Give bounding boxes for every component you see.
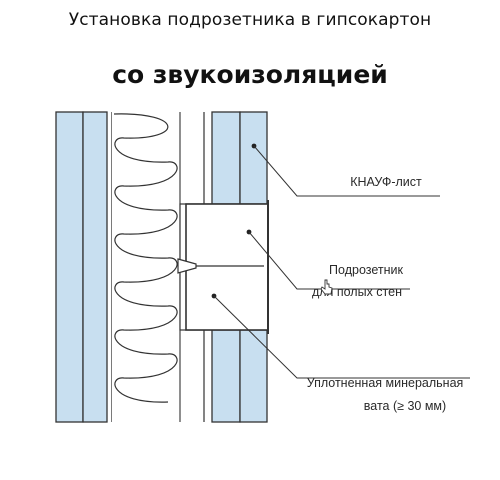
right-board-inner-top <box>211 111 241 205</box>
socket-box <box>177 200 269 334</box>
diagram-subtitle: со звукоизоляцией <box>112 60 388 89</box>
knauf-leader <box>253 145 440 197</box>
mineral-wool <box>112 112 181 422</box>
wool-leader <box>213 295 470 379</box>
wool-coil <box>113 113 178 403</box>
right-board-inner-bottom <box>211 329 241 423</box>
left-board-outer <box>55 111 84 423</box>
right-board-outer-bottom <box>239 329 268 423</box>
wool-label-line2: вата (≥ 30 мм) <box>364 399 446 413</box>
wool-label-line1: Уплотненная минеральная <box>307 376 464 390</box>
box-clamp <box>177 258 197 274</box>
box-leader <box>248 231 410 290</box>
box-label-line2: для полых стен <box>312 285 402 299</box>
box-body <box>185 203 269 331</box>
left-board-inner <box>82 111 108 423</box>
knauf-label: КНАУФ-лист <box>350 175 422 189</box>
diagram-title: Установка подрозетника в гипсокартон <box>68 10 432 30</box>
box-label-line1: Подрозетник <box>329 263 403 277</box>
right-board-outer-top <box>239 111 268 205</box>
wool-zone <box>112 112 180 422</box>
hand-cursor-icon <box>320 279 333 295</box>
